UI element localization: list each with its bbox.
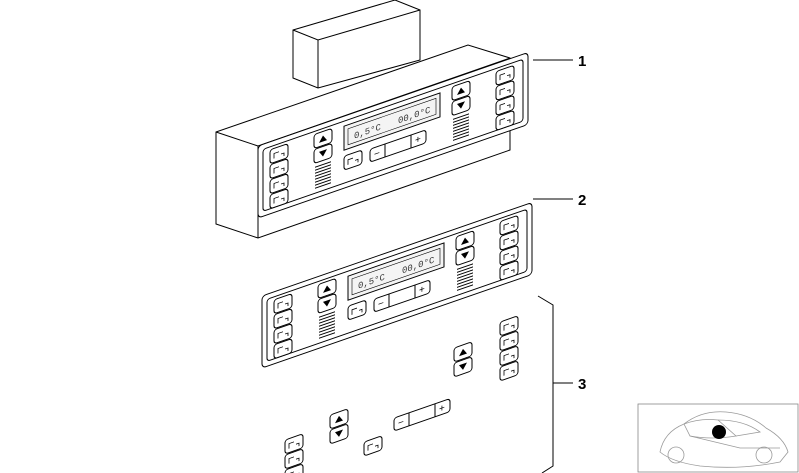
fan-plus-label: + [419, 284, 425, 297]
callout-2: 2 [578, 192, 586, 209]
part-3-button-set: − + [284, 315, 519, 473]
fan-minus-label: − [378, 298, 384, 311]
part-1-control-unit: 0,5°C 00,0°C − + [215, 0, 528, 239]
fan-plus-label: + [415, 134, 421, 147]
fan-minus-label: − [374, 148, 380, 161]
location-marker [712, 425, 726, 439]
bracket-part-3 [537, 295, 554, 473]
part-2-faceplate: 0,5°C 00,0°C − + [262, 202, 532, 368]
fan-plus-label: + [439, 403, 445, 416]
car-location-icon [637, 403, 799, 473]
housing-rear-block [292, 0, 421, 89]
callout-3: 3 [578, 376, 586, 393]
callout-1: 1 [578, 53, 586, 70]
callout-leaders [533, 59, 573, 473]
fan-minus-label: − [398, 417, 404, 430]
